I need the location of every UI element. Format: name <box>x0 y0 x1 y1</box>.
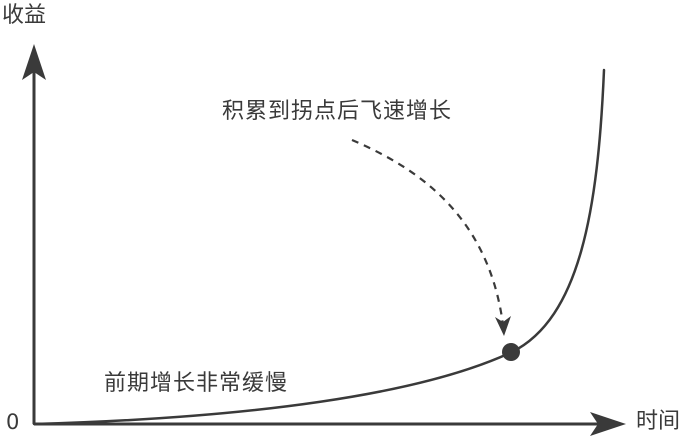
y-axis-arrowhead <box>22 44 46 80</box>
inflection-point-marker <box>502 343 520 361</box>
dashed-pointer-arrow <box>351 138 505 326</box>
dashed-pointer-arrowhead <box>495 316 511 336</box>
inflection-annotation: 积累到拐点后飞速增长 <box>222 99 453 124</box>
x-axis-label: 时间 <box>636 409 681 434</box>
early-growth-annotation: 前期增长非常缓慢 <box>104 371 289 396</box>
x-axis-arrowhead <box>590 412 626 436</box>
growth-curve <box>32 68 606 426</box>
y-axis-label: 收益 <box>2 3 47 28</box>
origin-label: 0 <box>6 410 20 434</box>
